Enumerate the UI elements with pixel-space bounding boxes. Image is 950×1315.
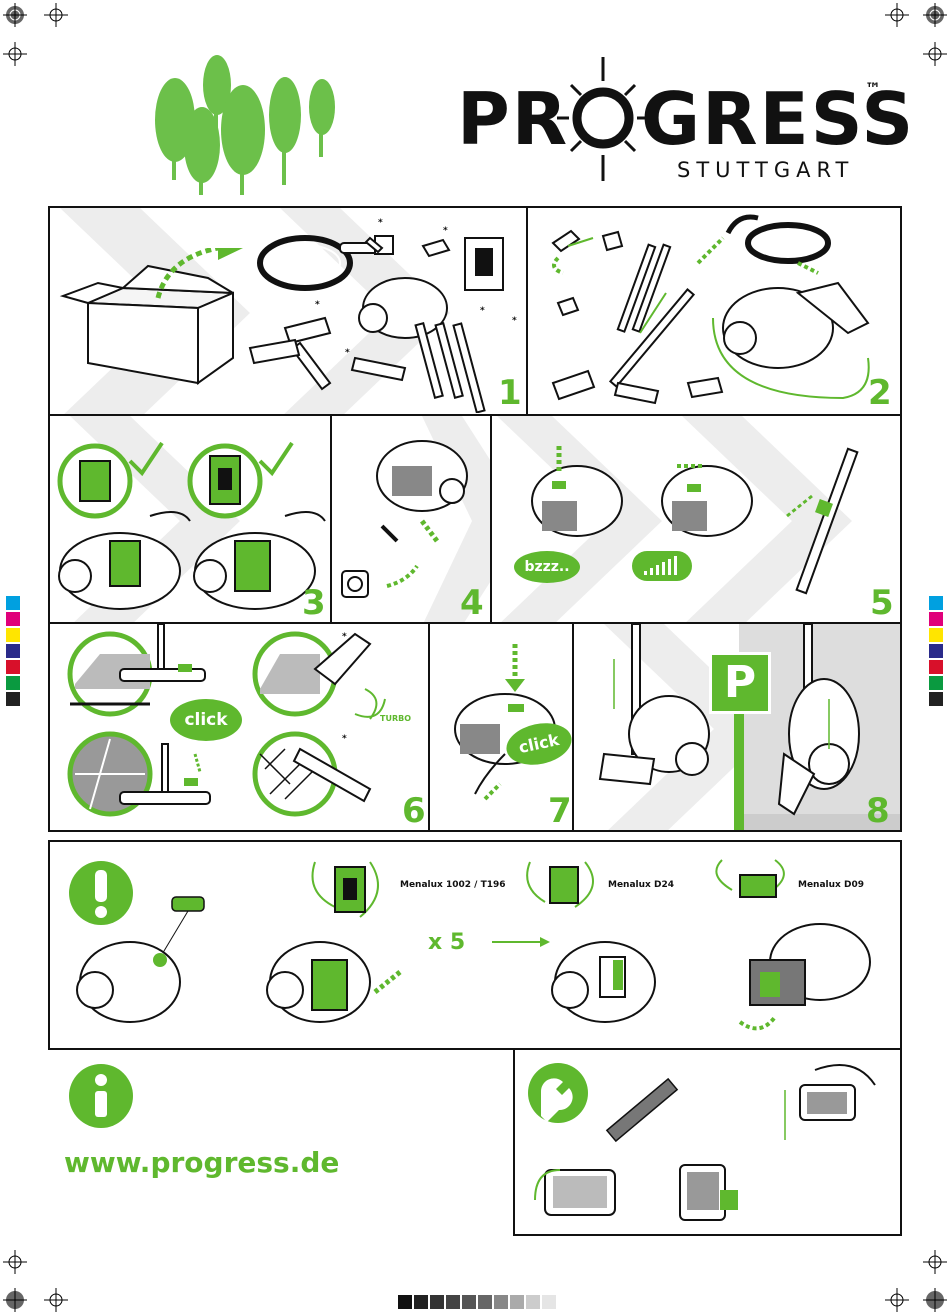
- parking-sign: P: [709, 652, 771, 714]
- step-6-panel: click TURBO * * 6: [48, 622, 430, 832]
- registration-mark-icon: [923, 3, 947, 27]
- power-regulator-illustration: [492, 416, 902, 624]
- brush-cleaning-illustration: [515, 1050, 902, 1236]
- click-bubble: click: [170, 699, 242, 741]
- step-3-panel: 3: [48, 414, 332, 624]
- accessories-illustration: [245, 218, 528, 413]
- asterisk: *: [512, 316, 517, 326]
- step-7-panel: click 7: [428, 622, 574, 832]
- trademark: ™: [865, 79, 881, 98]
- asterisk: *: [345, 348, 350, 358]
- crosshair-icon: [3, 42, 27, 66]
- step-number: 1: [498, 376, 522, 410]
- step-number: 3: [302, 586, 326, 620]
- crosshair-icon: [923, 1250, 947, 1274]
- crosshair-icon: [3, 1250, 27, 1274]
- crosshair-icon: [885, 3, 909, 27]
- step-number: 6: [402, 794, 426, 828]
- asterisk: *: [480, 306, 485, 316]
- step-number: 8: [866, 794, 890, 828]
- bzzz-bubble: bzzz..: [514, 551, 580, 583]
- website-link[interactable]: www.progress.de: [64, 1146, 339, 1179]
- times-five-label: x 5: [428, 930, 465, 955]
- step-8-panel: P 8: [572, 622, 902, 832]
- service-panel: [513, 1048, 902, 1236]
- filter-model-label: Menalux D09: [798, 880, 864, 890]
- step-2-panel: 2: [526, 206, 902, 416]
- assembly-illustration: [528, 208, 902, 416]
- step-5-panel: bzzz.. 5: [490, 414, 902, 624]
- step-number: 7: [548, 794, 572, 828]
- brand-subtitle: STUTTGART: [677, 158, 854, 182]
- asterisk: *: [342, 632, 347, 642]
- bag-model-label: Menalux 1002 / T196: [400, 880, 506, 890]
- asterisk: *: [378, 218, 383, 228]
- step-1-panel: * * * * * * 1: [48, 206, 528, 416]
- crosshair-icon: [885, 1288, 909, 1312]
- trees-illustration: [150, 55, 340, 195]
- registration-mark-icon: [3, 3, 27, 27]
- crosshair-icon: [923, 42, 947, 66]
- replacement-parts-illustration: [50, 842, 902, 1050]
- nozzle-surfaces-illustration: [50, 624, 430, 832]
- brand-logo: PR GRESS ™ STUTTGART: [455, 55, 890, 185]
- step-number: 5: [870, 586, 894, 620]
- step-number: 2: [868, 376, 892, 410]
- crosshair-icon: [44, 3, 68, 27]
- step-number: 4: [460, 586, 484, 620]
- registration-mark-icon: [923, 1288, 947, 1312]
- bag-filter-illustration: [50, 416, 332, 624]
- turbo-label: TURBO: [380, 714, 411, 723]
- crosshair-icon: [44, 1288, 68, 1312]
- sun-logo-icon: [553, 55, 653, 185]
- info-icon: [68, 1063, 134, 1129]
- step-4-panel: 4: [330, 414, 492, 624]
- box-illustration: [58, 248, 258, 388]
- registration-mark-icon: [3, 1288, 27, 1312]
- asterisk: *: [315, 300, 320, 310]
- asterisk: *: [342, 734, 347, 744]
- replacement-parts-panel: Menalux 1002 / T196 x 5 Menalux D24 Mena…: [48, 840, 902, 1050]
- asterisk: *: [443, 226, 448, 236]
- filter-model-label: Menalux D24: [608, 880, 674, 890]
